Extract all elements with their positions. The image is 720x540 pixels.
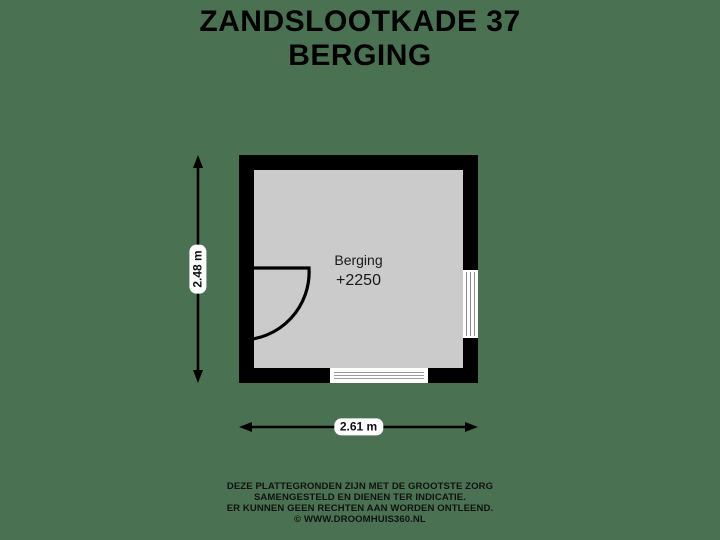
- window-pane-line: [334, 375, 424, 376]
- dimension-horizontal-label: 2.61 m: [333, 418, 384, 436]
- door-leaf-line: [470, 272, 471, 336]
- footer-disclaimer: DEZE PLATTEGRONDEN ZIJN MET DE GROOTSTE …: [0, 481, 720, 525]
- footer-copyright-url: © WWW.DROOMHUIS360.NL: [294, 514, 426, 524]
- room-label: Berging +2250: [239, 251, 478, 292]
- dimension-vertical: 2.48 m: [189, 155, 207, 383]
- room-level: +2250: [336, 272, 381, 290]
- title-address: ZANDSLOOTKADE 37: [199, 5, 521, 38]
- door-opening-icon: [463, 268, 478, 340]
- page-title: ZANDSLOOTKADE 37 BERGING: [0, 6, 720, 71]
- door-leaf-line: [474, 272, 475, 336]
- window-pane-line: [334, 378, 424, 379]
- door-swing-arc-icon: [239, 266, 311, 342]
- dimension-vertical-label: 2.48 m: [189, 244, 207, 294]
- dimension-horizontal: 2.61 m: [239, 418, 478, 436]
- footer-line-2: SAMENGESTELD EN DIENEN TER INDICATIE.: [253, 492, 467, 502]
- footer-line-3: ER KUNNEN GEEN RECHTEN AAN WORDEN ONTLEE…: [226, 503, 494, 513]
- window-opening-icon: [328, 368, 430, 383]
- window-pane-line: [334, 372, 424, 373]
- footer-line-1: DEZE PLATTEGRONDEN ZIJN MET DE GROOTSTE …: [226, 481, 494, 491]
- room-name: Berging: [334, 252, 383, 268]
- room-plan-berging: Berging +2250: [239, 155, 478, 383]
- door-leaf-line: [466, 272, 467, 336]
- title-floor-name: BERGING: [288, 38, 432, 72]
